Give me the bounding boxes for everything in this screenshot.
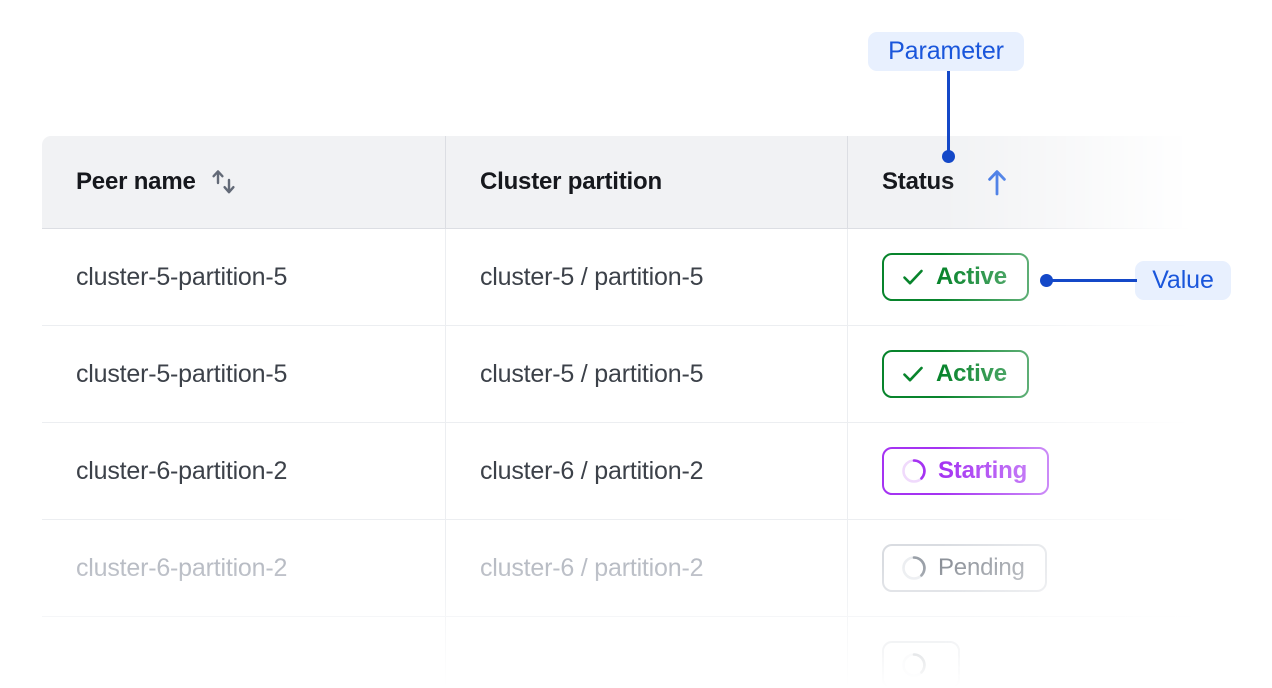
cell-status: Starting — [847, 422, 1191, 520]
table-row[interactable]: cluster-5-partition-5 cluster-5 / partit… — [42, 325, 1191, 423]
column-header-peer-name-label: Peer name — [76, 168, 196, 195]
column-header-status-label: Status — [882, 168, 955, 195]
cell-status: Pending — [847, 519, 1191, 617]
cell-peer-name — [42, 616, 446, 688]
spinner-icon — [900, 457, 928, 485]
status-badge-pending — [882, 641, 960, 688]
table-body: cluster-5-partition-5 cluster-5 / partit… — [42, 228, 1191, 688]
status-badge-label: Pending — [938, 554, 1025, 581]
cell-peer-name: cluster-6-partition-2 — [42, 422, 446, 520]
annotation-badge-parameter: Parameter — [868, 32, 1024, 71]
peer-table-fade-mask: Peer name — [41, 135, 1191, 688]
cell-cluster-partition — [445, 616, 848, 688]
cell-status — [847, 616, 1191, 688]
status-badge-label: Active — [936, 360, 1007, 387]
cell-peer-name: cluster-6-partition-2 — [42, 519, 446, 617]
cell-status: Active — [847, 325, 1191, 423]
check-icon — [900, 361, 926, 387]
table-header: Peer name — [42, 136, 1191, 229]
table-header-row: Peer name — [42, 136, 1191, 229]
annotation-badge-value: Value — [1135, 261, 1231, 300]
cell-cluster-partition: cluster-6 / partition-2 — [445, 422, 848, 520]
peer-table-container: Peer name — [41, 135, 1191, 688]
status-badge-label: Active — [936, 263, 1007, 290]
arrow-up-icon[interactable] — [982, 166, 1012, 198]
column-header-cluster-partition-label: Cluster partition — [480, 168, 662, 195]
annotation-dot-value — [1040, 274, 1053, 287]
annotation-dot-parameter — [942, 150, 955, 163]
check-icon — [900, 264, 926, 290]
status-badge-label: Starting — [938, 457, 1028, 484]
sort-both-icon[interactable] — [210, 167, 238, 197]
annotation-connector-value — [1047, 279, 1137, 282]
cell-peer-name: cluster-5-partition-5 — [42, 325, 446, 423]
table-row[interactable]: cluster-5-partition-5 cluster-5 / partit… — [42, 228, 1191, 326]
annotation-connector-parameter — [947, 71, 950, 156]
column-header-peer-name[interactable]: Peer name — [42, 136, 446, 229]
cell-cluster-partition: cluster-6 / partition-2 — [445, 519, 848, 617]
status-badge-starting: Starting — [882, 447, 1050, 495]
cell-cluster-partition: cluster-5 / partition-5 — [445, 325, 848, 423]
status-badge-active: Active — [882, 253, 1029, 301]
cell-peer-name: cluster-5-partition-5 — [42, 228, 446, 326]
status-badge-pending: Pending — [882, 544, 1047, 592]
cell-cluster-partition: cluster-5 / partition-5 — [445, 228, 848, 326]
table-row[interactable]: cluster-6-partition-2 cluster-6 / partit… — [42, 422, 1191, 520]
peer-table: Peer name — [41, 135, 1191, 688]
spinner-icon — [900, 554, 928, 582]
status-badge-active: Active — [882, 350, 1029, 398]
spinner-icon — [900, 651, 928, 679]
table-row[interactable]: cluster-6-partition-2 cluster-6 / partit… — [42, 519, 1191, 617]
column-header-status[interactable]: Status — [847, 136, 1191, 229]
column-header-cluster-partition[interactable]: Cluster partition — [445, 136, 848, 229]
cell-status: Active — [847, 228, 1191, 326]
table-row[interactable] — [42, 616, 1191, 688]
